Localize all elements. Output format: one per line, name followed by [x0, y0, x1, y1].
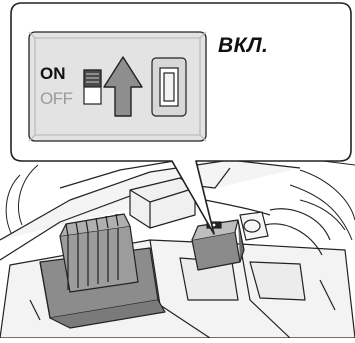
- speed-controller: [40, 214, 165, 328]
- switch-off-label: OFF: [40, 89, 73, 109]
- slide-switch-icon: [84, 70, 101, 104]
- power-switch-box: [192, 220, 244, 270]
- switch-socket-icon: [152, 58, 186, 116]
- on-state-label: ВКЛ.: [218, 34, 268, 58]
- switch-on-label: ON: [40, 64, 66, 84]
